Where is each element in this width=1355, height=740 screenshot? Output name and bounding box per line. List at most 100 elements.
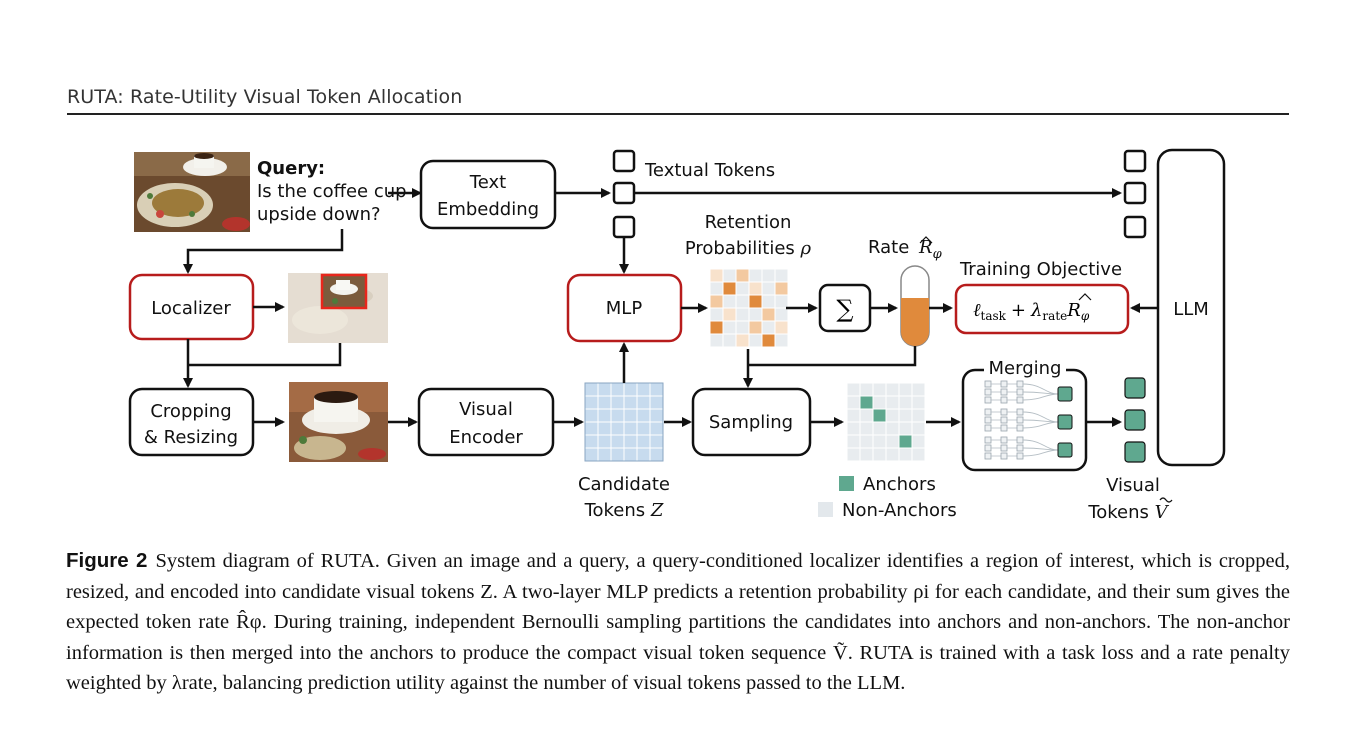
- retention-cell: [735, 268, 750, 283]
- non-anchor-cell: [885, 382, 900, 397]
- retention-cell: [761, 281, 776, 296]
- retention-label-line2: Probabilities ρ: [685, 238, 812, 259]
- query-text-line2: upside down?: [257, 204, 381, 225]
- candidate-token-cell: [597, 395, 612, 410]
- non-anchor-cell: [846, 447, 861, 462]
- localized-image: [288, 273, 388, 343]
- non-anchor-cell: [872, 447, 887, 462]
- retention-cell: [722, 307, 737, 322]
- merge-node: [1016, 396, 1024, 404]
- candidate-token-cell: [649, 382, 664, 397]
- candidate-token-cell: [636, 447, 651, 462]
- non-anchor-cell: [846, 434, 861, 449]
- visual-token-3: [1124, 441, 1146, 463]
- merge-node: [984, 408, 992, 416]
- candidate-token-cell: [597, 382, 612, 397]
- caption-text: System diagram of RUTA. Given an image a…: [66, 550, 1290, 694]
- retention-cell: [748, 281, 763, 296]
- candidate-token-cell: [636, 382, 651, 397]
- text-embedding-label-line2: Embedding: [437, 199, 539, 220]
- visual-token-2: [1124, 409, 1146, 431]
- text-embedding-box: [419, 159, 557, 230]
- non-anchor-cell: [898, 395, 913, 410]
- text-embedding-label-line1: Text: [469, 172, 506, 193]
- textual-token-3: [612, 215, 636, 239]
- legend-anchors-label: Anchors: [863, 474, 936, 495]
- candidate-token-cell: [649, 447, 664, 462]
- input-image: [134, 152, 250, 232]
- non-anchor-cell: [885, 421, 900, 436]
- retention-cell: [709, 307, 724, 322]
- non-anchor-cell: [885, 447, 900, 462]
- retention-cell: [735, 333, 750, 348]
- merge-node: [1016, 416, 1024, 424]
- rate-hat: [919, 236, 933, 244]
- candidate-token-cell: [584, 408, 599, 423]
- merge-node: [1000, 424, 1008, 432]
- system-diagram: Query: Is the coffee cup upside down? Te…: [128, 148, 1226, 523]
- candidate-token-cell: [636, 434, 651, 449]
- retention-cell: [761, 307, 776, 322]
- non-anchor-cell: [911, 434, 926, 449]
- non-anchor-cell: [846, 382, 861, 397]
- retention-cell: [722, 268, 737, 283]
- merge-node: [984, 436, 992, 444]
- candidate-token-cell: [610, 421, 625, 436]
- training-objective-formula: ℓtask+λrateRφ: [973, 300, 1090, 323]
- non-anchor-cell: [885, 434, 900, 449]
- merge-node: [1000, 396, 1008, 404]
- visual-tokens-label-line2: Tokens V: [1087, 502, 1169, 523]
- retention-cell: [722, 294, 737, 309]
- anchor-cell: [872, 408, 887, 423]
- retention-cell: [774, 294, 789, 309]
- retention-cell: [748, 294, 763, 309]
- cropping-label-line1: Cropping: [150, 401, 231, 422]
- retention-cell: [722, 281, 737, 296]
- retention-cell: [709, 333, 724, 348]
- merge-node: [1000, 452, 1008, 460]
- merge-curve: [1022, 449, 1059, 457]
- non-anchor-cell: [872, 434, 887, 449]
- candidate-token-cell: [636, 421, 651, 436]
- candidate-token-cell: [623, 447, 638, 462]
- retention-cell: [722, 333, 737, 348]
- retention-cell: [722, 320, 737, 335]
- merge-node: [1000, 444, 1008, 452]
- merge-node: [984, 424, 992, 432]
- retention-cell: [761, 320, 776, 335]
- candidate-token-cell: [584, 421, 599, 436]
- merge-node: [1016, 424, 1024, 432]
- merge-node: [984, 396, 992, 404]
- textual-token-2: [612, 181, 636, 205]
- retention-cell: [774, 268, 789, 283]
- retention-cell: [709, 320, 724, 335]
- visual-tokens-label-line1: Visual: [1106, 475, 1160, 496]
- visual-token-1: [1124, 377, 1146, 399]
- retention-cell: [709, 281, 724, 296]
- merged-anchor-token: [1057, 442, 1073, 458]
- non-anchor-cell: [898, 421, 913, 436]
- merge-node: [1000, 380, 1008, 388]
- non-anchor-cell: [898, 382, 913, 397]
- candidate-tokens-label-line1: Candidate: [578, 474, 670, 495]
- merge-node: [1000, 408, 1008, 416]
- cropping-label-line2: & Resizing: [144, 427, 238, 448]
- objective-hat: [1078, 293, 1092, 301]
- retention-cell: [748, 320, 763, 335]
- non-anchor-cell: [859, 447, 874, 462]
- non-anchor-cell: [911, 421, 926, 436]
- merge-curve: [1022, 421, 1059, 429]
- candidate-token-cell: [584, 434, 599, 449]
- retention-cell: [774, 333, 789, 348]
- non-anchor-cell: [859, 382, 874, 397]
- merge-node: [1000, 416, 1008, 424]
- retention-cell: [774, 320, 789, 335]
- query-label: Query:: [257, 158, 325, 179]
- non-anchor-cell: [898, 447, 913, 462]
- merge-node: [1016, 388, 1024, 396]
- candidate-token-cell: [649, 421, 664, 436]
- non-anchor-cell: [859, 421, 874, 436]
- merging-label-bg: [984, 358, 1066, 380]
- non-anchor-cell: [911, 395, 926, 410]
